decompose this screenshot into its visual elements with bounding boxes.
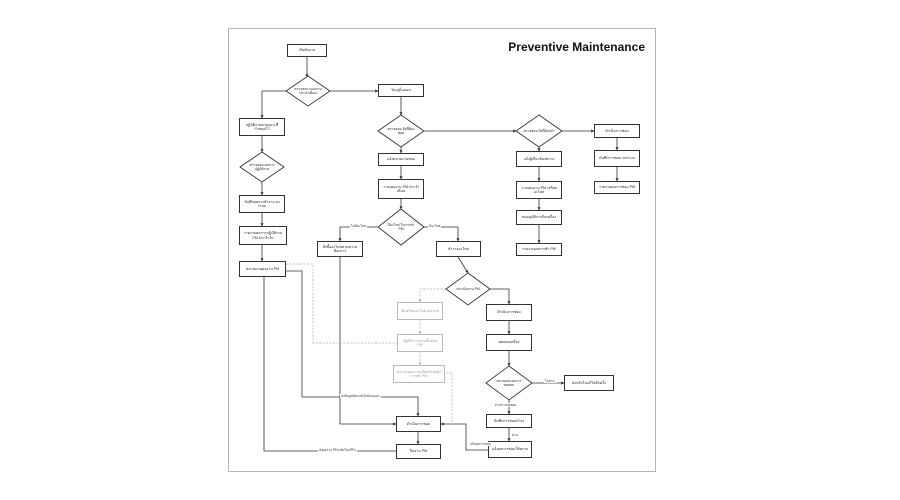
edge-left4-dim2 bbox=[286, 263, 398, 344]
edge-d1-left1 bbox=[260, 90, 286, 119]
node-plan-parts: วางแผนงาน PM เตรียมอะไหล่ bbox=[516, 181, 562, 199]
node-send-pm-report: ส่งรายงานผลงาน PM bbox=[239, 261, 286, 277]
node-close-pm: ปิดงาน PM bbox=[396, 444, 441, 459]
node-far-report: รายงานผลการซ่อม PM bbox=[594, 181, 640, 194]
edge-dmid2-midr bbox=[424, 226, 460, 242]
node-record-result: บันทึกผลการทำงาน ลงระบบ bbox=[239, 195, 285, 213]
node-follow-plan: ปฏิบัติงานตามแผน ที่กำหนดไว้ bbox=[239, 118, 285, 136]
node-record-maintenance: บันทึกการซ่อมบำรุง bbox=[486, 414, 532, 428]
edge-label-test-pass: ผ่านการทดสอบ bbox=[494, 403, 518, 407]
decision-has-parts: มีอะไหล่ ในการทำ PM bbox=[387, 223, 415, 231]
edge-left4-bot1 bbox=[286, 270, 420, 417]
edge-label-report-repair: แจ้งผลการซ่อม bbox=[469, 442, 492, 446]
node-prepare-parts: จัดเตรียมอะไหล่ อุปกรณ์ bbox=[397, 302, 443, 320]
edge-dim3-bot1 bbox=[443, 372, 453, 424]
node-daily-report: รายงานผลการปฏิบัติงาน PM ประจำวัน bbox=[239, 226, 287, 245]
edge-label-pass: ผ่าน bbox=[511, 433, 519, 437]
node-test-machine: ทดสอบเครื่อง bbox=[486, 334, 532, 351]
node-monthly-plan: วางแผนงาน PM ประจำเดือน bbox=[378, 179, 424, 199]
edge-label-has-parts: มีอะไหล่ bbox=[428, 224, 442, 228]
edge-r5-bot1 bbox=[440, 422, 488, 451]
node-approve-shutdown: ขออนุมัติการปิดเครื่อง bbox=[516, 210, 562, 225]
node-start: เริ่มต้นงาน bbox=[287, 44, 327, 57]
decision-check-repair: ตรวจสอบ สิ่งที่ต้องซ่อม bbox=[387, 127, 415, 135]
node-send-back: ส่งกลับไปแก้ไขอีกครั้ง bbox=[564, 375, 614, 391]
diagram-title: Preventive Maintenance bbox=[508, 40, 645, 54]
edge-label-send-back: ส่งข้อมูลย้อนกลับไปยังแผนก bbox=[340, 394, 381, 398]
node-order-parts: สั่งซื้ออะไหล่ตามความต้องการ bbox=[317, 241, 363, 257]
node-bottom-repair: ดำเนินการซ่อม bbox=[396, 416, 441, 432]
edge-label-return-fix: ส่งผลงาน PM กลับไปแก้ไข bbox=[318, 448, 357, 452]
edge-midr-dpm bbox=[457, 256, 469, 274]
node-survey-parts: สำรวจอะไหล่ bbox=[436, 241, 481, 257]
node-notify-repair: แจ้งหน่วยงานซ่อม bbox=[378, 153, 424, 166]
edge-label-no-parts: ไม่มีอะไหล่ bbox=[350, 224, 368, 228]
edge-label-not-pass: ไม่ผ่าน bbox=[544, 379, 556, 383]
decision-evaluate-pm: ประเมินงาน PM bbox=[456, 287, 480, 291]
node-check-after-pm: ตรวจสอบความเรียบร้อยหลังการทำ PM bbox=[393, 365, 445, 383]
decision-check-test: ตรวจสอบ ผลการทดสอบ bbox=[496, 379, 522, 387]
node-report-pm: รายงานผลการทำ PM bbox=[516, 243, 562, 256]
node-far-record: บันทึกการซ่อม ลงระบบ bbox=[594, 150, 640, 167]
edge-dpm-dim1 bbox=[418, 288, 446, 303]
decision-check-todo: ตรวจสอบ สิ่งที่ต้องทำ bbox=[523, 129, 555, 133]
edge-midl-bot1 bbox=[339, 257, 397, 426]
decision-check-result: ตรวจสอบ ผลการปฏิบัติงาน bbox=[249, 163, 275, 171]
node-notify-result: แจ้งผลการซ่อมให้ทราบ bbox=[488, 441, 532, 458]
node-repair: ดำเนินการซ่อม bbox=[486, 304, 532, 321]
node-far-repair: ดำเนินการซ่อม bbox=[594, 124, 640, 138]
edge-dpm-r1 bbox=[490, 288, 511, 305]
decision-check-plan: ตรวจสอบ แผนงานประจำเดือน bbox=[294, 87, 322, 95]
node-not-in-plan: ไม่อยู่ในแผน bbox=[378, 84, 424, 97]
node-notify-related: แจ้งผู้เกี่ยวข้องทราบ bbox=[516, 151, 562, 167]
node-execute-pm: ปฏิบัติงาน ตามขั้นตอน PM bbox=[397, 334, 443, 352]
edge-dmid2-midl bbox=[338, 226, 378, 242]
